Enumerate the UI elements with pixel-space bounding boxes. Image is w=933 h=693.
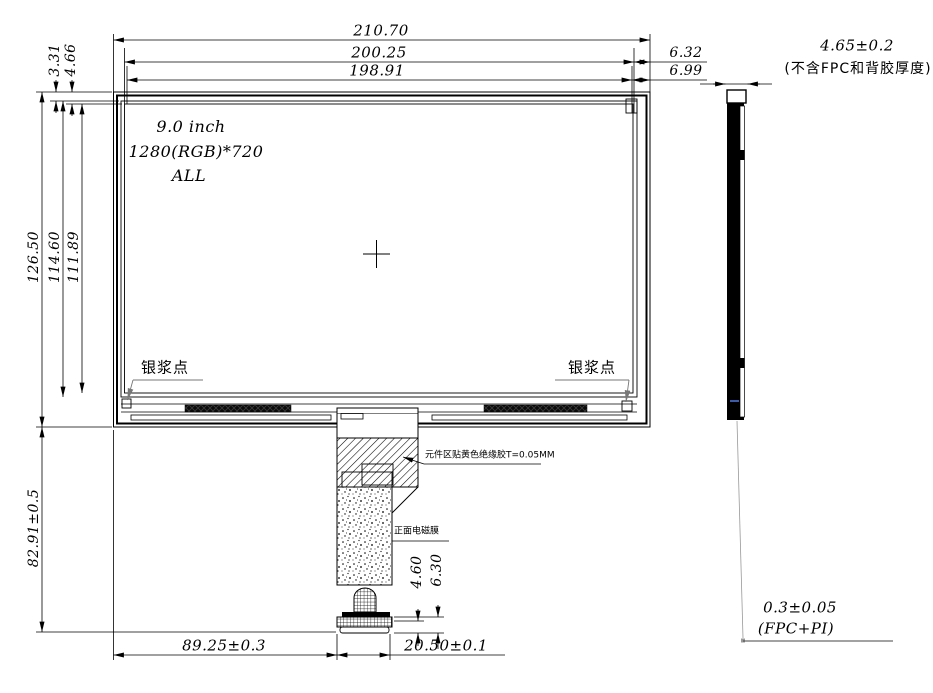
fpc-diagonal-cut [391, 486, 419, 514]
connector-dome [353, 587, 377, 613]
connector-bottom-strip [339, 626, 390, 634]
display-outline-1 [120, 100, 638, 398]
dim-fpc-width-label: 20.50±0.1 [404, 636, 488, 655]
silver-paste-right-label: 银浆点 [567, 358, 617, 377]
fpc-thickness-label: 0.3±0.05 [763, 598, 837, 617]
dim-outline-width-label: 200.25 [351, 43, 407, 62]
fpc-stiffener-hatched [336, 437, 419, 488]
silver-paste-square-right [621, 400, 633, 412]
fpc-thickness-note-label: (FPC+PI) [757, 619, 835, 638]
connector-bar [342, 612, 390, 617]
emi-film-note-label: 正面电磁膜 [394, 526, 440, 537]
dim-inner-height2-label: 111.89 [66, 231, 82, 283]
side-thickness-label: 4.65±0.2 [820, 36, 894, 55]
bottom-dark-strip-left [184, 404, 292, 413]
side-backlight-strip [739, 105, 745, 418]
dim-top-border2-label: 4.66 [63, 43, 79, 77]
silver-paste-square-left [121, 398, 132, 409]
emi-film-region [336, 486, 393, 586]
bottom-slot-left [130, 414, 332, 421]
front-view [113, 91, 651, 428]
top-right-notch [625, 98, 638, 114]
extension-lines [36, 34, 772, 660]
display-outline-2 [124, 103, 634, 394]
panel-size-text: 9.0 inch [156, 117, 226, 136]
bottom-dark-strip-right [483, 404, 588, 413]
fpc-neck [336, 407, 419, 439]
fpc-tail [336, 407, 419, 634]
dim-fpc-offset-label: 89.25±0.3 [182, 636, 266, 655]
dim-overall-width-label: 210.70 [353, 21, 409, 40]
leader-lines [127, 379, 893, 643]
side-top-cap [726, 89, 747, 104]
dimension-lines [39, 37, 760, 658]
dim-inner-height1-label: 114.60 [47, 231, 63, 283]
silver-paste-left-label: 银浆点 [140, 358, 190, 377]
side-fpc-mark [730, 400, 739, 402]
dim-right-margin2-label: 6.99 [669, 63, 703, 79]
connector-grid-strip [336, 616, 393, 628]
dim-fpc-length-label: 82.91±0.5 [26, 488, 42, 568]
dim-top-border1-label: 3.31 [47, 43, 63, 77]
bottom-slot-right [431, 414, 628, 421]
fpc-neck-bar [340, 413, 364, 420]
panel-resolution-text: 1280(RGB)*720 [128, 142, 264, 161]
dim-overall-height-label: 126.50 [26, 231, 42, 283]
component-area-box-1 [361, 463, 394, 486]
dim-right-margin1-label: 6.32 [669, 45, 703, 61]
side-thickness-note: (不含FPC和背胶厚度) [784, 61, 932, 77]
insulation-note-label: 元件区贴黄色绝缘胶T=0.05MM [425, 450, 555, 461]
dim-connector2-label: 6.30 [429, 553, 445, 587]
side-view [726, 89, 747, 420]
dim-active-width-label: 198.91 [349, 61, 405, 80]
dim-connector1-label: 4.60 [409, 555, 425, 589]
panel-mode-text: ALL [171, 166, 207, 185]
center-cross-mark [363, 240, 390, 268]
